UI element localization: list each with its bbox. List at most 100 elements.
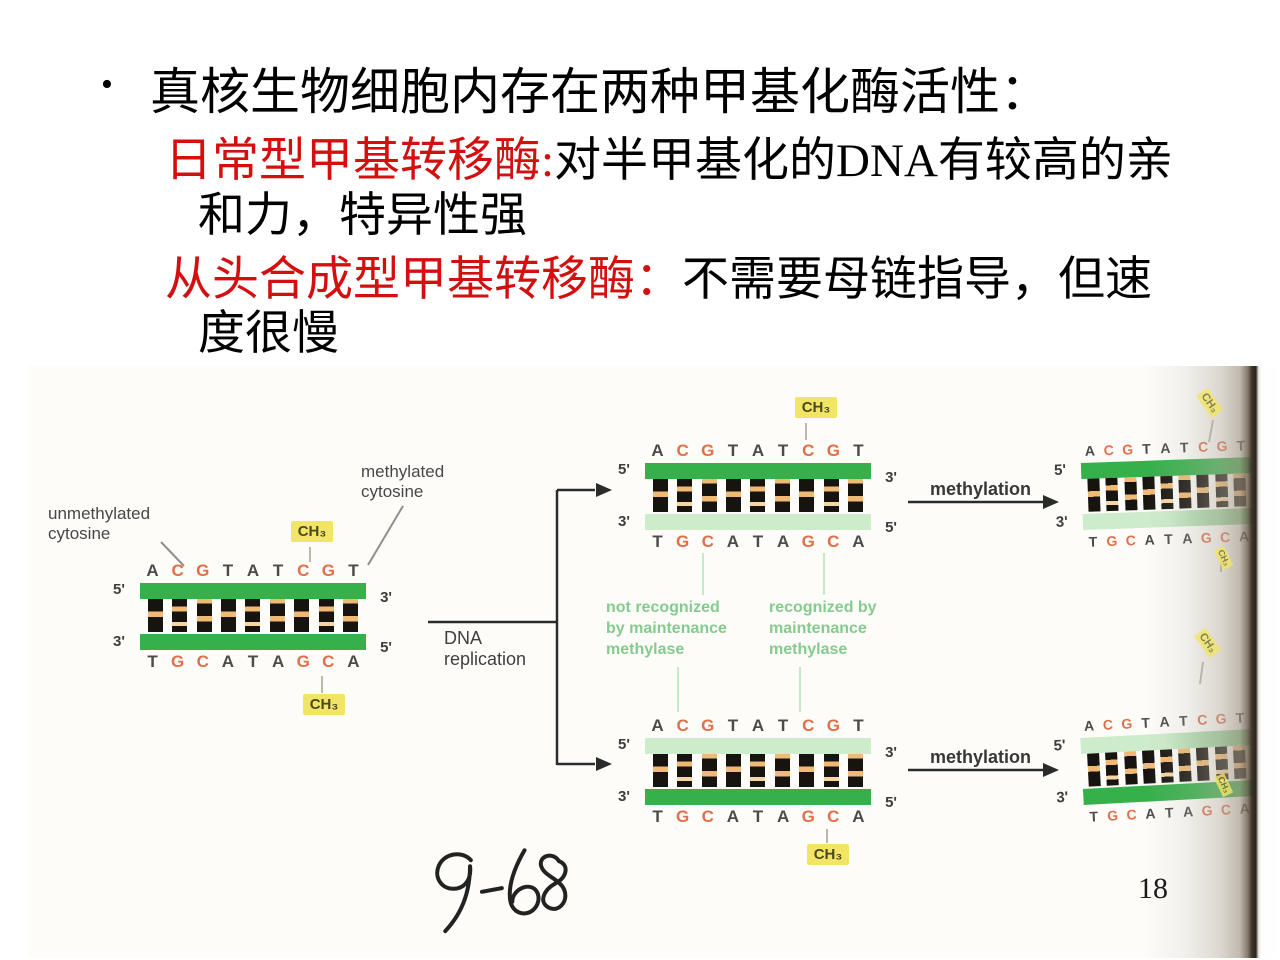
bottom-strand-backbone bbox=[645, 514, 871, 530]
nucleotide-T: T bbox=[652, 532, 663, 551]
nucleotide-G: G bbox=[196, 561, 210, 580]
ch3-group-parental-bottom: CH₃ bbox=[303, 694, 345, 715]
base-pair bbox=[147, 599, 163, 632]
nucleotide-G: G bbox=[171, 652, 185, 671]
base-pair bbox=[677, 479, 693, 512]
base-pair bbox=[823, 479, 839, 512]
nucleotide-C: C bbox=[1125, 532, 1137, 549]
nucleotide-T: T bbox=[752, 532, 764, 551]
nucleotide-T: T bbox=[147, 652, 158, 671]
dna-replication-line2: replication bbox=[444, 649, 527, 669]
nucleotide-T: T bbox=[247, 652, 259, 671]
five-prime-label: 5' bbox=[380, 639, 392, 656]
three-prime-label: 3' bbox=[113, 633, 125, 650]
nucleotide-A: A bbox=[776, 807, 790, 826]
nucleotide-C: C bbox=[701, 532, 714, 551]
base-pair bbox=[823, 754, 839, 787]
unmethylated-label-line2: cytosine bbox=[48, 524, 111, 543]
nucleotide-G: G bbox=[701, 716, 715, 735]
nucleotide-C: C bbox=[1103, 441, 1115, 459]
five-prime-label: 5' bbox=[113, 581, 125, 598]
scanned-figure-background bbox=[28, 366, 1258, 958]
nucleotide-C: C bbox=[171, 561, 184, 580]
nucleotide-A: A bbox=[726, 807, 740, 826]
nucleotide-G: G bbox=[701, 441, 715, 460]
nucleotide-C: C bbox=[802, 441, 815, 460]
book-page-curl bbox=[1146, 366, 1280, 958]
unmethylated-label-line1: unmethylated bbox=[48, 504, 151, 523]
top-strand-backbone bbox=[645, 463, 871, 479]
nucleotide-G: G bbox=[826, 441, 840, 460]
three-prime-label: 3' bbox=[1055, 788, 1069, 807]
three-prime-label: 3' bbox=[1055, 513, 1069, 531]
nucleotide-G: G bbox=[1121, 441, 1134, 458]
base-pair bbox=[1123, 477, 1138, 511]
methylation-label-top: methylation bbox=[930, 479, 1032, 499]
maintenance-methylase-line: 日常型甲基转移酶:对半甲基化的DNA有较高的亲 bbox=[165, 121, 1173, 190]
bullet-marker: • bbox=[101, 66, 113, 103]
nucleotide-G: G bbox=[676, 532, 690, 551]
nucleotide-T: T bbox=[652, 807, 663, 826]
nucleotide-G: G bbox=[826, 716, 840, 735]
base-pair bbox=[799, 754, 815, 787]
nucleotide-T: T bbox=[348, 561, 359, 580]
nucleotide-A: A bbox=[726, 532, 740, 551]
recognized-line2: maintenance bbox=[769, 620, 867, 637]
ch3-group-daughter-top: CH₃ bbox=[795, 397, 837, 418]
three-prime-label: 3' bbox=[885, 744, 897, 761]
denovo-methylase-term: 从头合成型甲基转移酶： bbox=[165, 254, 682, 306]
nucleotide-A: A bbox=[852, 532, 865, 551]
nucleotide-A: A bbox=[651, 716, 664, 735]
slide-title: 真核生物细胞内存在两种甲基化酶活性： bbox=[150, 64, 1050, 120]
not-recognized-line3: methylase bbox=[606, 641, 685, 658]
nucleotide-G: G bbox=[1106, 532, 1118, 550]
nucleotide-C: C bbox=[1102, 716, 1114, 733]
base-pair bbox=[1105, 752, 1120, 786]
methylation-label-bottom: methylation bbox=[930, 747, 1032, 767]
five-prime-label: 5' bbox=[885, 794, 897, 811]
top-strand-backbone bbox=[645, 738, 871, 754]
recognized-line1: recognized by bbox=[769, 599, 877, 616]
ch3-group-daughter-bottom: CH₃ bbox=[807, 844, 849, 865]
three-prime-label: 3' bbox=[618, 788, 630, 805]
base-pair bbox=[774, 479, 790, 512]
denovo-methylase-desc-wrap: 度很慢 bbox=[198, 308, 339, 360]
nucleotide-A: A bbox=[146, 561, 159, 580]
nucleotide-T: T bbox=[1089, 808, 1099, 825]
nucleotide-T: T bbox=[272, 561, 284, 580]
base-pair bbox=[652, 479, 668, 512]
nucleotide-A: A bbox=[852, 807, 865, 826]
methylated-label-line2: cytosine bbox=[361, 482, 424, 501]
base-pair bbox=[848, 754, 864, 787]
nucleotide-G: G bbox=[1106, 807, 1119, 824]
nucleotide-A: A bbox=[776, 532, 790, 551]
handwritten-note-9-68 bbox=[435, 848, 568, 934]
ch3-group-parental-top: CH₃ bbox=[291, 521, 333, 542]
bottom-strand-backbone bbox=[645, 789, 871, 805]
not-recognized-line2: by maintenance bbox=[606, 620, 727, 637]
nucleotide-A: A bbox=[1084, 442, 1096, 459]
nucleotide-C: C bbox=[1126, 806, 1138, 823]
nucleotide-C: C bbox=[676, 716, 689, 735]
nucleotide-T: T bbox=[727, 716, 739, 735]
base-pair bbox=[221, 599, 237, 632]
base-pair bbox=[318, 599, 334, 632]
base-pair bbox=[269, 599, 285, 632]
nucleotide-A: A bbox=[751, 716, 765, 735]
nucleotide-A: A bbox=[651, 441, 664, 460]
nucleotide-T: T bbox=[853, 441, 864, 460]
base-pair bbox=[1105, 477, 1119, 512]
top-strand-backbone bbox=[140, 583, 366, 599]
nucleotide-A: A bbox=[221, 652, 235, 671]
nucleotide-T: T bbox=[222, 561, 234, 580]
page-number: 18 bbox=[1138, 872, 1168, 905]
nucleotide-T: T bbox=[777, 716, 789, 735]
nucleotide-A: A bbox=[1083, 717, 1095, 734]
nucleotide-G: G bbox=[296, 652, 310, 671]
